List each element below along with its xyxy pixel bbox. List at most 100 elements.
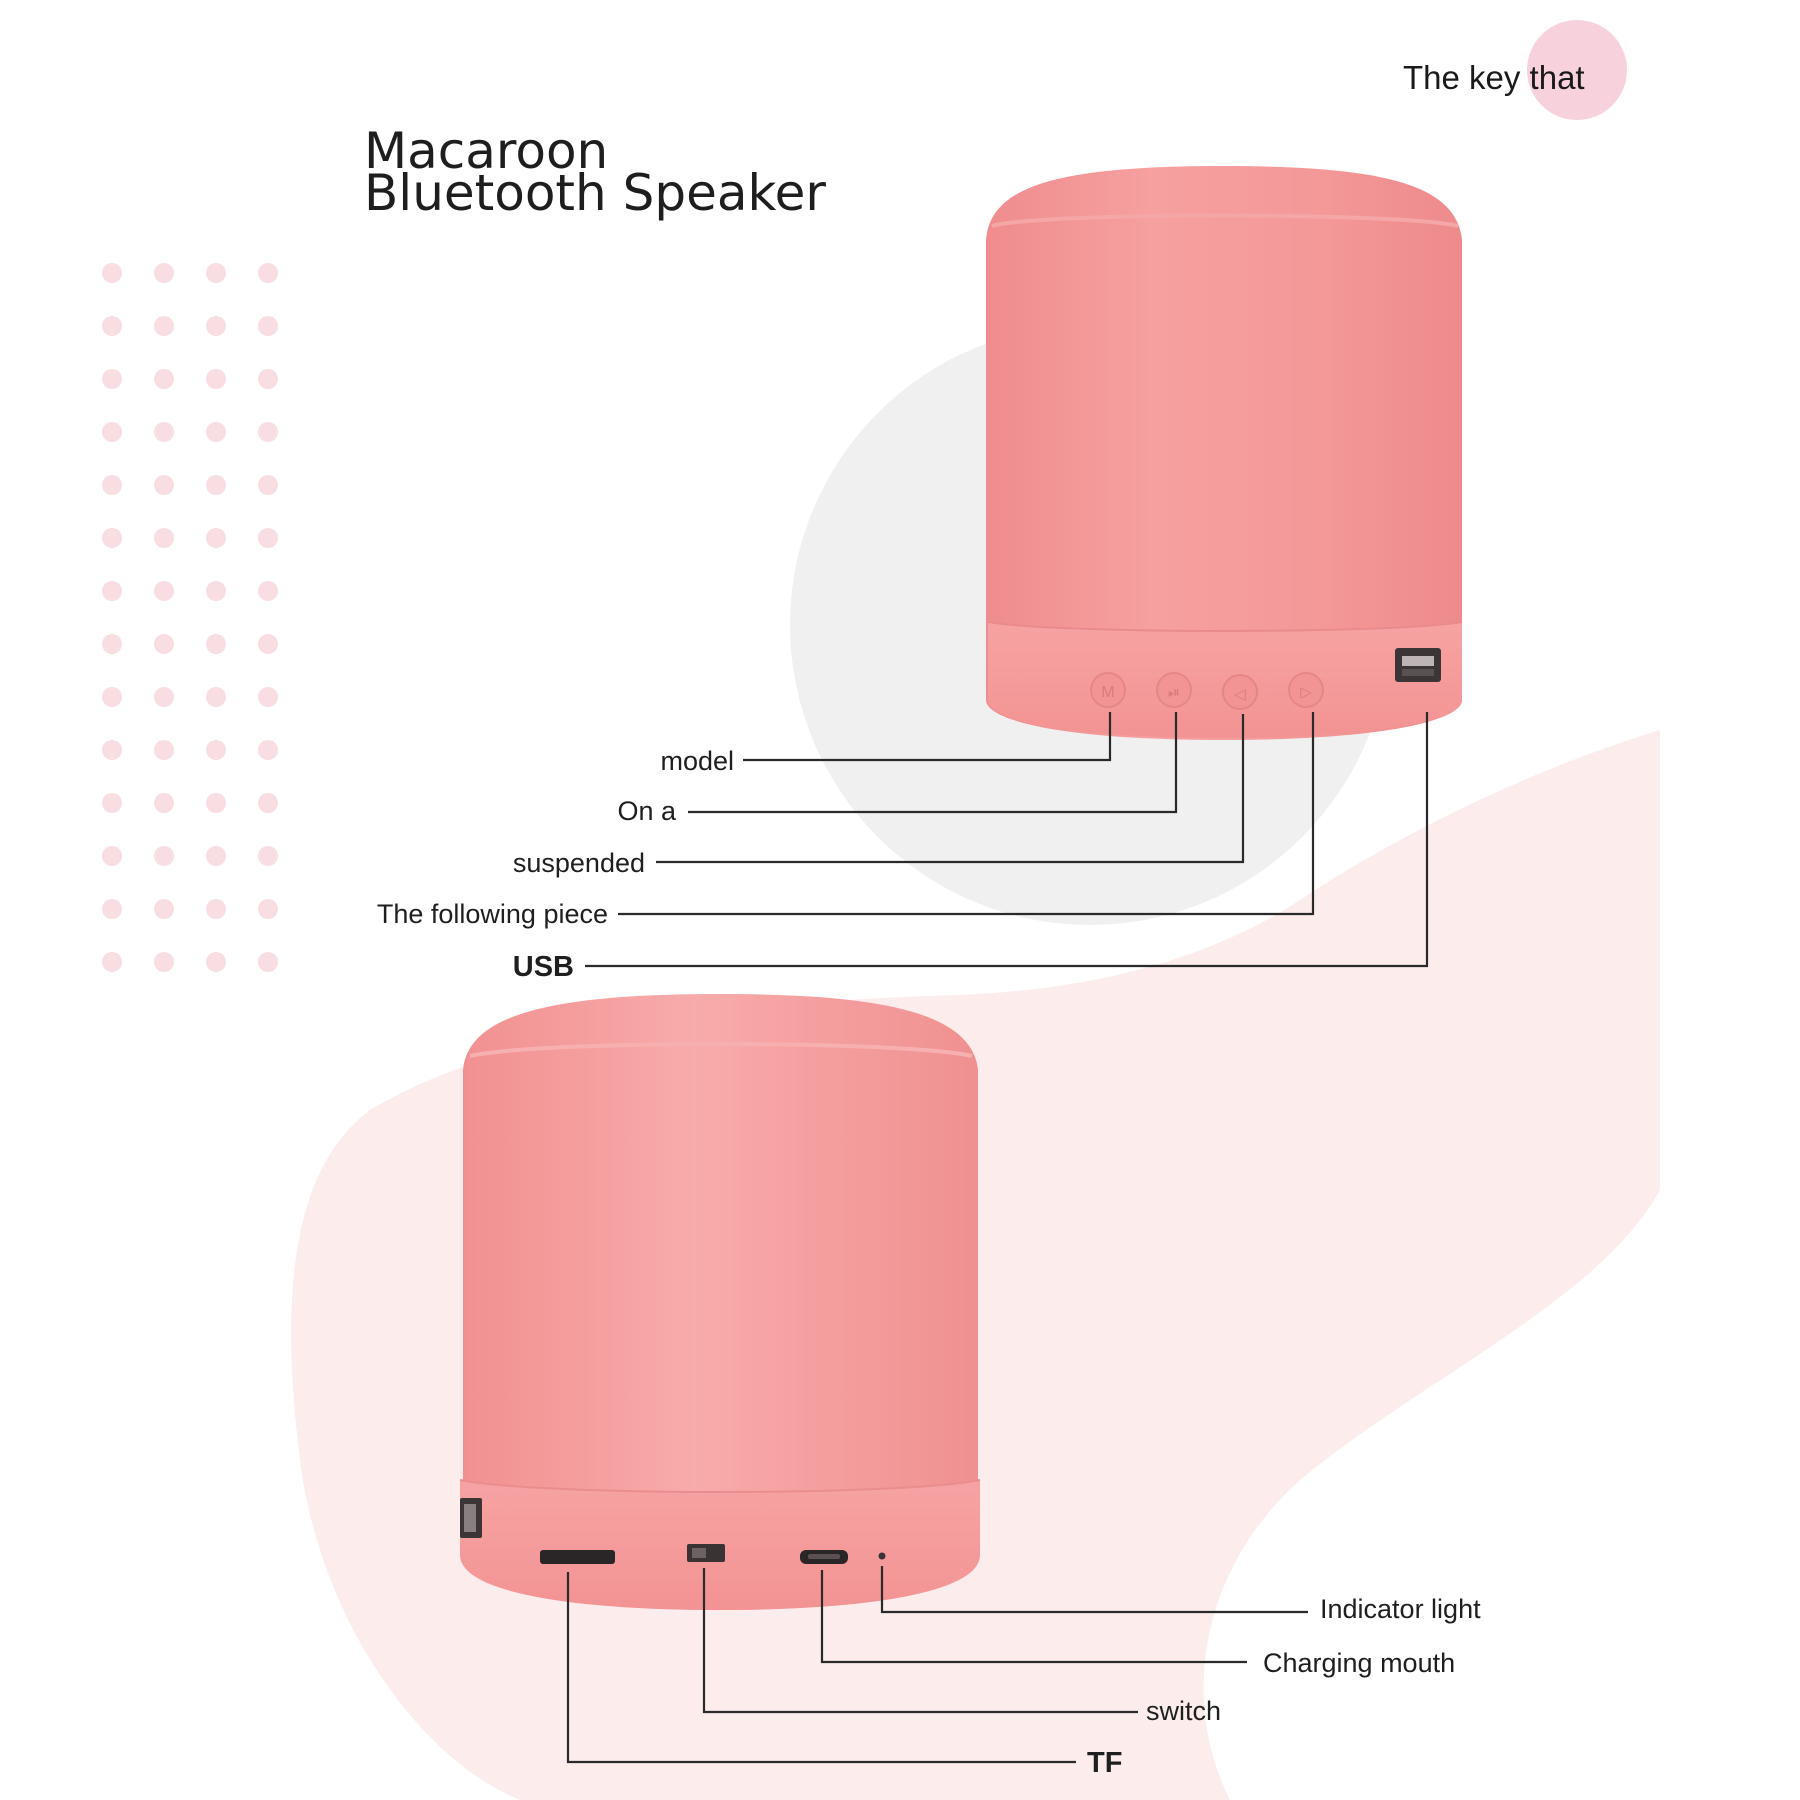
pattern-dot xyxy=(154,899,174,919)
mode-icon: M xyxy=(1101,684,1114,701)
usb-port[interactable] xyxy=(1395,648,1441,682)
bottom-speaker xyxy=(459,994,981,1610)
pattern-dot xyxy=(258,952,278,972)
previous-button[interactable]: ◁ xyxy=(1222,674,1258,710)
pattern-dot xyxy=(206,740,226,760)
pattern-dot xyxy=(258,369,278,389)
top-callouts: model On a suspended The following piece… xyxy=(377,712,1429,983)
pattern-dot xyxy=(206,263,226,283)
callout-label-suspended: suspended xyxy=(513,848,645,878)
pattern-dot xyxy=(154,581,174,601)
pattern-dot xyxy=(102,846,122,866)
pattern-dot xyxy=(102,475,122,495)
pattern-dot xyxy=(102,316,122,336)
pattern-dot xyxy=(154,687,174,707)
pattern-dot xyxy=(102,740,122,760)
pattern-dot xyxy=(258,687,278,707)
play-pause-icon: ⏯ xyxy=(1168,684,1180,701)
leader-line-following-piece xyxy=(618,712,1315,916)
pattern-dot xyxy=(102,369,122,389)
pattern-dot xyxy=(102,952,122,972)
previous-icon: ◁ xyxy=(1234,686,1246,703)
pattern-dot xyxy=(154,793,174,813)
pattern-dot xyxy=(206,846,226,866)
pattern-dot xyxy=(154,263,174,283)
top-speaker-rim xyxy=(991,213,1459,228)
pattern-dot xyxy=(154,846,174,866)
leader-line-switch xyxy=(702,1568,1138,1714)
pattern-dot xyxy=(206,634,226,654)
indicator-light xyxy=(878,1552,886,1560)
charging-port[interactable] xyxy=(800,1550,848,1564)
pattern-dot xyxy=(154,475,174,495)
pattern-dot xyxy=(102,793,122,813)
pattern-dot xyxy=(154,528,174,548)
key-badge: The key that xyxy=(1403,20,1627,120)
pattern-dot xyxy=(154,369,174,389)
bottom-speaker-body xyxy=(463,994,978,1610)
bottom-callouts: Indicator light Charging mouth switch TF xyxy=(566,1566,1481,1779)
bottom-speaker-base-seam xyxy=(459,1479,981,1493)
top-speaker-base-seam xyxy=(987,621,1463,632)
pattern-dot xyxy=(102,528,122,548)
pattern-dot xyxy=(206,422,226,442)
pattern-dot xyxy=(258,740,278,760)
mode-button[interactable]: M xyxy=(1090,672,1126,708)
pattern-dot xyxy=(154,740,174,760)
pattern-dot xyxy=(258,846,278,866)
callout-label-usb: USB xyxy=(513,951,574,983)
bottom-speaker-rim xyxy=(469,1042,973,1058)
pattern-dot xyxy=(206,369,226,389)
callout-label-charging-mouth: Charging mouth xyxy=(1263,1648,1455,1678)
pattern-dot xyxy=(206,899,226,919)
leader-line-model xyxy=(743,712,1112,762)
tf-card-slot[interactable] xyxy=(540,1550,615,1564)
title-line-1: Macaroon xyxy=(364,122,608,180)
pattern-dot xyxy=(206,952,226,972)
pattern-dot xyxy=(154,634,174,654)
pattern-dot xyxy=(206,528,226,548)
pattern-dot xyxy=(102,422,122,442)
leader-line-suspended xyxy=(656,714,1245,864)
callout-label-indicator-light: Indicator light xyxy=(1320,1594,1481,1624)
pattern-dot xyxy=(206,316,226,336)
callout-label-on-a: On a xyxy=(617,796,677,826)
leader-line-charging-mouth xyxy=(820,1570,1247,1664)
pattern-dot xyxy=(258,316,278,336)
pattern-dot xyxy=(206,793,226,813)
top-speaker-base xyxy=(988,622,1462,738)
next-icon: ▷ xyxy=(1300,684,1312,701)
pattern-dot xyxy=(154,316,174,336)
title-line-2: Bluetooth Speaker xyxy=(364,164,826,222)
side-usb-port[interactable] xyxy=(460,1498,482,1538)
callout-label-tf: TF xyxy=(1087,1747,1122,1779)
callout-label-switch: switch xyxy=(1146,1696,1221,1726)
leader-line-tf xyxy=(566,1572,1076,1764)
badge-text: The key that xyxy=(1403,59,1585,96)
callout-label-following-piece: The following piece xyxy=(377,899,608,929)
pattern-dot xyxy=(154,422,174,442)
pattern-dot xyxy=(258,634,278,654)
pattern-dot xyxy=(206,581,226,601)
pattern-dot xyxy=(154,952,174,972)
pattern-dot xyxy=(102,899,122,919)
pattern-dot xyxy=(258,581,278,601)
pattern-dot xyxy=(206,687,226,707)
pattern-dot xyxy=(102,687,122,707)
product-title: Macaroon Bluetooth Speaker xyxy=(364,122,826,222)
power-switch[interactable] xyxy=(687,1544,725,1562)
next-button[interactable]: ▷ xyxy=(1288,672,1324,708)
play-pause-button[interactable]: ⏯ xyxy=(1156,672,1192,708)
pattern-dot xyxy=(258,475,278,495)
leader-line-usb xyxy=(585,712,1429,968)
badge-circle xyxy=(1527,20,1627,120)
leader-line-indicator-light xyxy=(880,1566,1308,1614)
top-speaker-body xyxy=(986,166,1462,740)
pattern-dot xyxy=(102,634,122,654)
leader-line-on-a xyxy=(688,712,1178,814)
pattern-dot xyxy=(258,422,278,442)
pattern-dot xyxy=(102,581,122,601)
top-speaker: M ⏯ ◁ ▷ xyxy=(986,166,1463,740)
pattern-dot xyxy=(102,263,122,283)
